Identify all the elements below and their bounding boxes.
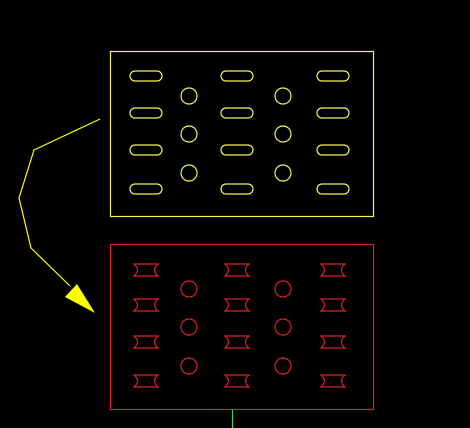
source-hole — [274, 87, 292, 105]
arrow-path — [18, 118, 101, 287]
curved-arrow-icon[interactable] — [18, 118, 101, 313]
source-slot — [316, 144, 350, 156]
source-plate[interactable] — [109, 50, 375, 218]
source-slot — [129, 183, 163, 195]
result-slots — [132, 263, 347, 388]
source-slot — [220, 107, 254, 119]
source-slot — [129, 144, 163, 156]
result-slot — [223, 374, 251, 388]
result-slot — [132, 263, 160, 277]
result-hole — [180, 318, 198, 336]
result-plate-outline[interactable] — [109, 243, 375, 411]
source-slots — [129, 70, 350, 195]
result-slot — [132, 374, 160, 388]
result-slot — [132, 335, 160, 349]
result-slot — [319, 298, 347, 312]
source-hole — [274, 164, 292, 182]
source-slot — [129, 70, 163, 82]
source-hole — [274, 125, 292, 143]
result-slot — [132, 298, 160, 312]
result-hole — [180, 357, 198, 375]
source-slot — [129, 107, 163, 119]
result-holes — [180, 280, 292, 375]
source-hole — [180, 125, 198, 143]
source-holes — [180, 87, 292, 182]
result-slot — [223, 298, 251, 312]
arrow-head — [65, 284, 95, 313]
result-slot — [319, 335, 347, 349]
result-slot — [319, 263, 347, 277]
result-plate[interactable] — [109, 243, 375, 411]
result-hole — [274, 357, 292, 375]
result-hole — [180, 280, 198, 298]
result-hole — [274, 280, 292, 298]
source-slot — [316, 107, 350, 119]
result-slot — [223, 263, 251, 277]
source-slot — [220, 70, 254, 82]
source-slot — [220, 144, 254, 156]
result-slot — [319, 374, 347, 388]
result-slot — [223, 335, 251, 349]
result-hole — [274, 318, 292, 336]
source-hole — [180, 164, 198, 182]
source-slot — [316, 70, 350, 82]
source-slot — [220, 183, 254, 195]
source-plate-outline[interactable] — [109, 50, 375, 218]
source-slot — [316, 183, 350, 195]
source-hole — [180, 87, 198, 105]
